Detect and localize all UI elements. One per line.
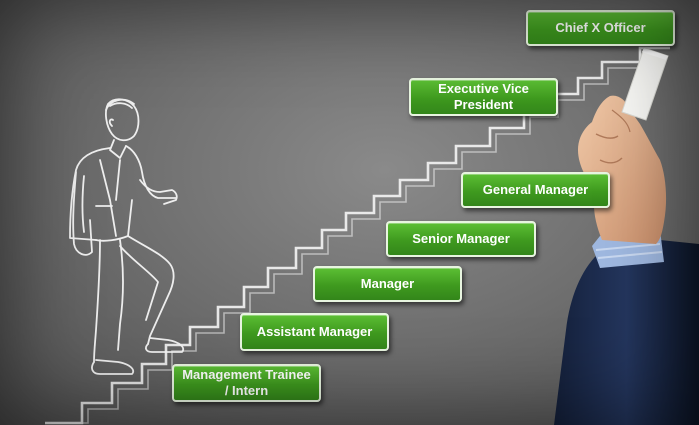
level-label: Chief X Officer: [555, 20, 646, 35]
level-box-executive-vice-president: Executive Vice President: [409, 78, 558, 116]
level-label: Manager: [360, 276, 415, 291]
level-box-manager: Manager: [313, 266, 462, 302]
level-label: Assistant Manager: [256, 324, 373, 339]
level-label: Management Trainee / Intern: [182, 367, 311, 398]
level-box-chief-x-officer: Chief X Officer: [526, 10, 675, 46]
level-label: Executive Vice President: [438, 81, 529, 112]
level-label: General Manager: [482, 182, 589, 197]
level-box-management-trainee: Management Trainee / Intern: [172, 364, 321, 402]
level-label: Senior Manager: [412, 231, 510, 246]
level-box-senior-manager: Senior Manager: [386, 221, 536, 257]
level-box-general-manager: General Manager: [461, 172, 610, 208]
level-box-assistant-manager: Assistant Manager: [240, 313, 389, 351]
